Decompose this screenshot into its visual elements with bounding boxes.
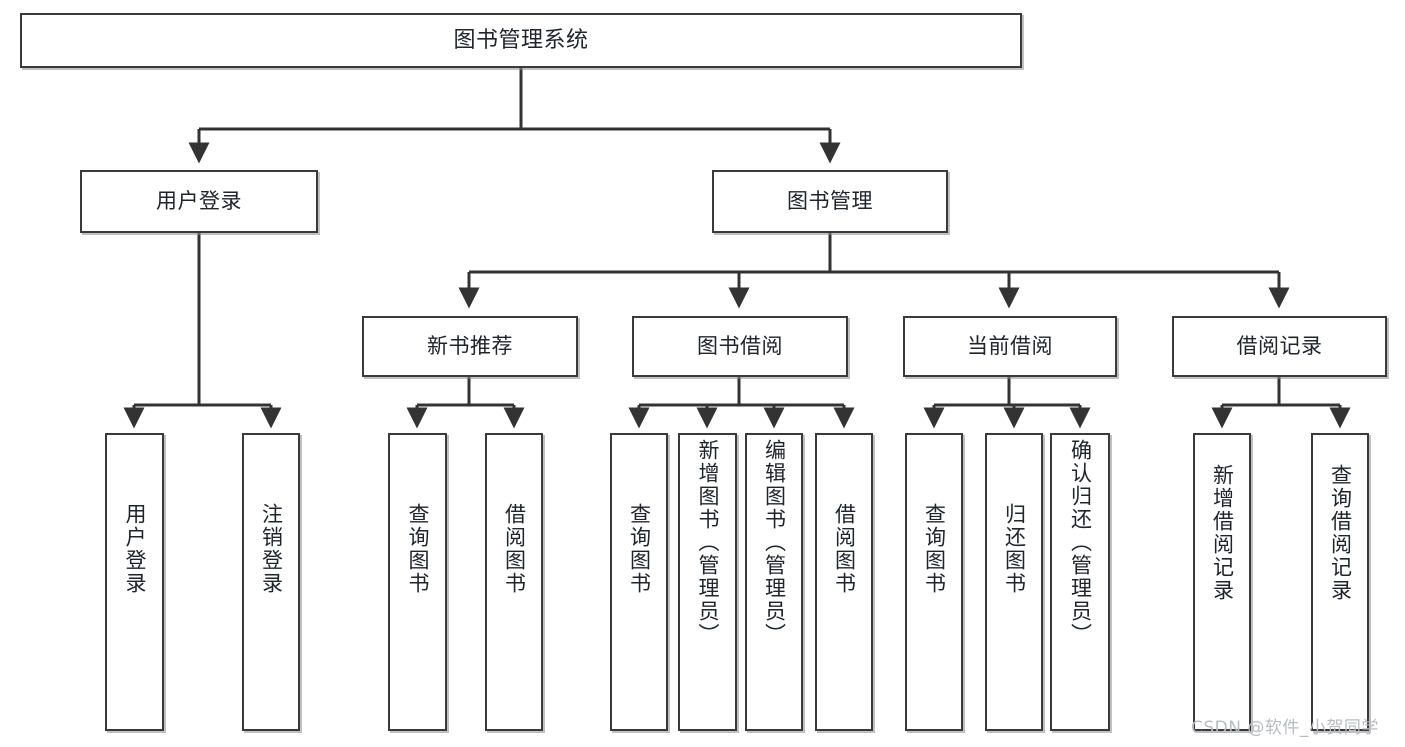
node-leaf-add-book[interactable]: 新增图书（管理员） bbox=[678, 433, 737, 731]
node-leaf-add-book-label: 新增图书（管理员） bbox=[696, 439, 720, 646]
node-borrow-record-label: 借阅记录 bbox=[1236, 334, 1323, 359]
node-leaf-borrow-book-1[interactable]: 借阅图书 bbox=[485, 433, 543, 731]
node-leaf-add-record[interactable]: 新增借阅记录 bbox=[1193, 433, 1251, 731]
node-user-login[interactable]: 用户登录 bbox=[80, 170, 318, 233]
node-current-borrow[interactable]: 当前借阅 bbox=[903, 316, 1117, 377]
node-leaf-query-book-3-label: 查询图书 bbox=[922, 503, 947, 595]
node-leaf-query-record[interactable]: 查询借阅记录 bbox=[1311, 433, 1369, 731]
node-book-manage-label: 图书管理 bbox=[787, 189, 873, 214]
node-leaf-query-book-3[interactable]: 查询图书 bbox=[905, 433, 963, 731]
node-leaf-user-logout[interactable]: 注销登录 bbox=[242, 433, 300, 731]
node-leaf-query-book-2[interactable]: 查询图书 bbox=[610, 433, 668, 731]
node-new-book-rec[interactable]: 新书推荐 bbox=[362, 316, 578, 377]
node-leaf-return-book-label: 归还图书 bbox=[1002, 503, 1027, 595]
node-current-borrow-label: 当前借阅 bbox=[967, 334, 1053, 359]
node-book-borrow-label: 图书借阅 bbox=[697, 334, 783, 359]
node-leaf-query-record-label: 查询借阅记录 bbox=[1328, 464, 1353, 602]
node-book-manage[interactable]: 图书管理 bbox=[712, 170, 948, 233]
node-root-label: 图书管理系统 bbox=[453, 27, 589, 53]
node-leaf-query-book-1[interactable]: 查询图书 bbox=[388, 433, 447, 731]
node-leaf-query-book-2-label: 查询图书 bbox=[627, 503, 652, 595]
node-leaf-user-logout-label: 注销登录 bbox=[259, 503, 284, 595]
node-leaf-confirm-return-label: 确认归还（管理员） bbox=[1068, 439, 1093, 646]
node-leaf-query-book-1-label: 查询图书 bbox=[406, 503, 430, 595]
node-new-book-rec-label: 新书推荐 bbox=[427, 334, 513, 359]
node-leaf-borrow-book-2-label: 借阅图书 bbox=[832, 503, 857, 595]
node-leaf-borrow-book-2[interactable]: 借阅图书 bbox=[815, 433, 873, 731]
node-leaf-user-login-label: 用户登录 bbox=[123, 503, 147, 595]
node-leaf-confirm-return[interactable]: 确认归还（管理员） bbox=[1050, 433, 1110, 731]
node-user-login-label: 用户登录 bbox=[156, 189, 242, 214]
node-root[interactable]: 图书管理系统 bbox=[20, 13, 1022, 68]
node-leaf-user-login[interactable]: 用户登录 bbox=[105, 433, 164, 731]
node-book-borrow[interactable]: 图书借阅 bbox=[632, 316, 848, 377]
node-leaf-add-record-label: 新增借阅记录 bbox=[1210, 464, 1235, 602]
node-leaf-return-book[interactable]: 归还图书 bbox=[985, 433, 1043, 731]
node-leaf-edit-book-label: 编辑图书（管理员） bbox=[762, 439, 787, 646]
node-borrow-record[interactable]: 借阅记录 bbox=[1172, 316, 1387, 377]
node-leaf-edit-book[interactable]: 编辑图书（管理员） bbox=[745, 433, 803, 731]
node-leaf-borrow-book-1-label: 借阅图书 bbox=[502, 503, 527, 595]
csdn-watermark: CSDN @软件_小贺同学 bbox=[1191, 718, 1379, 738]
